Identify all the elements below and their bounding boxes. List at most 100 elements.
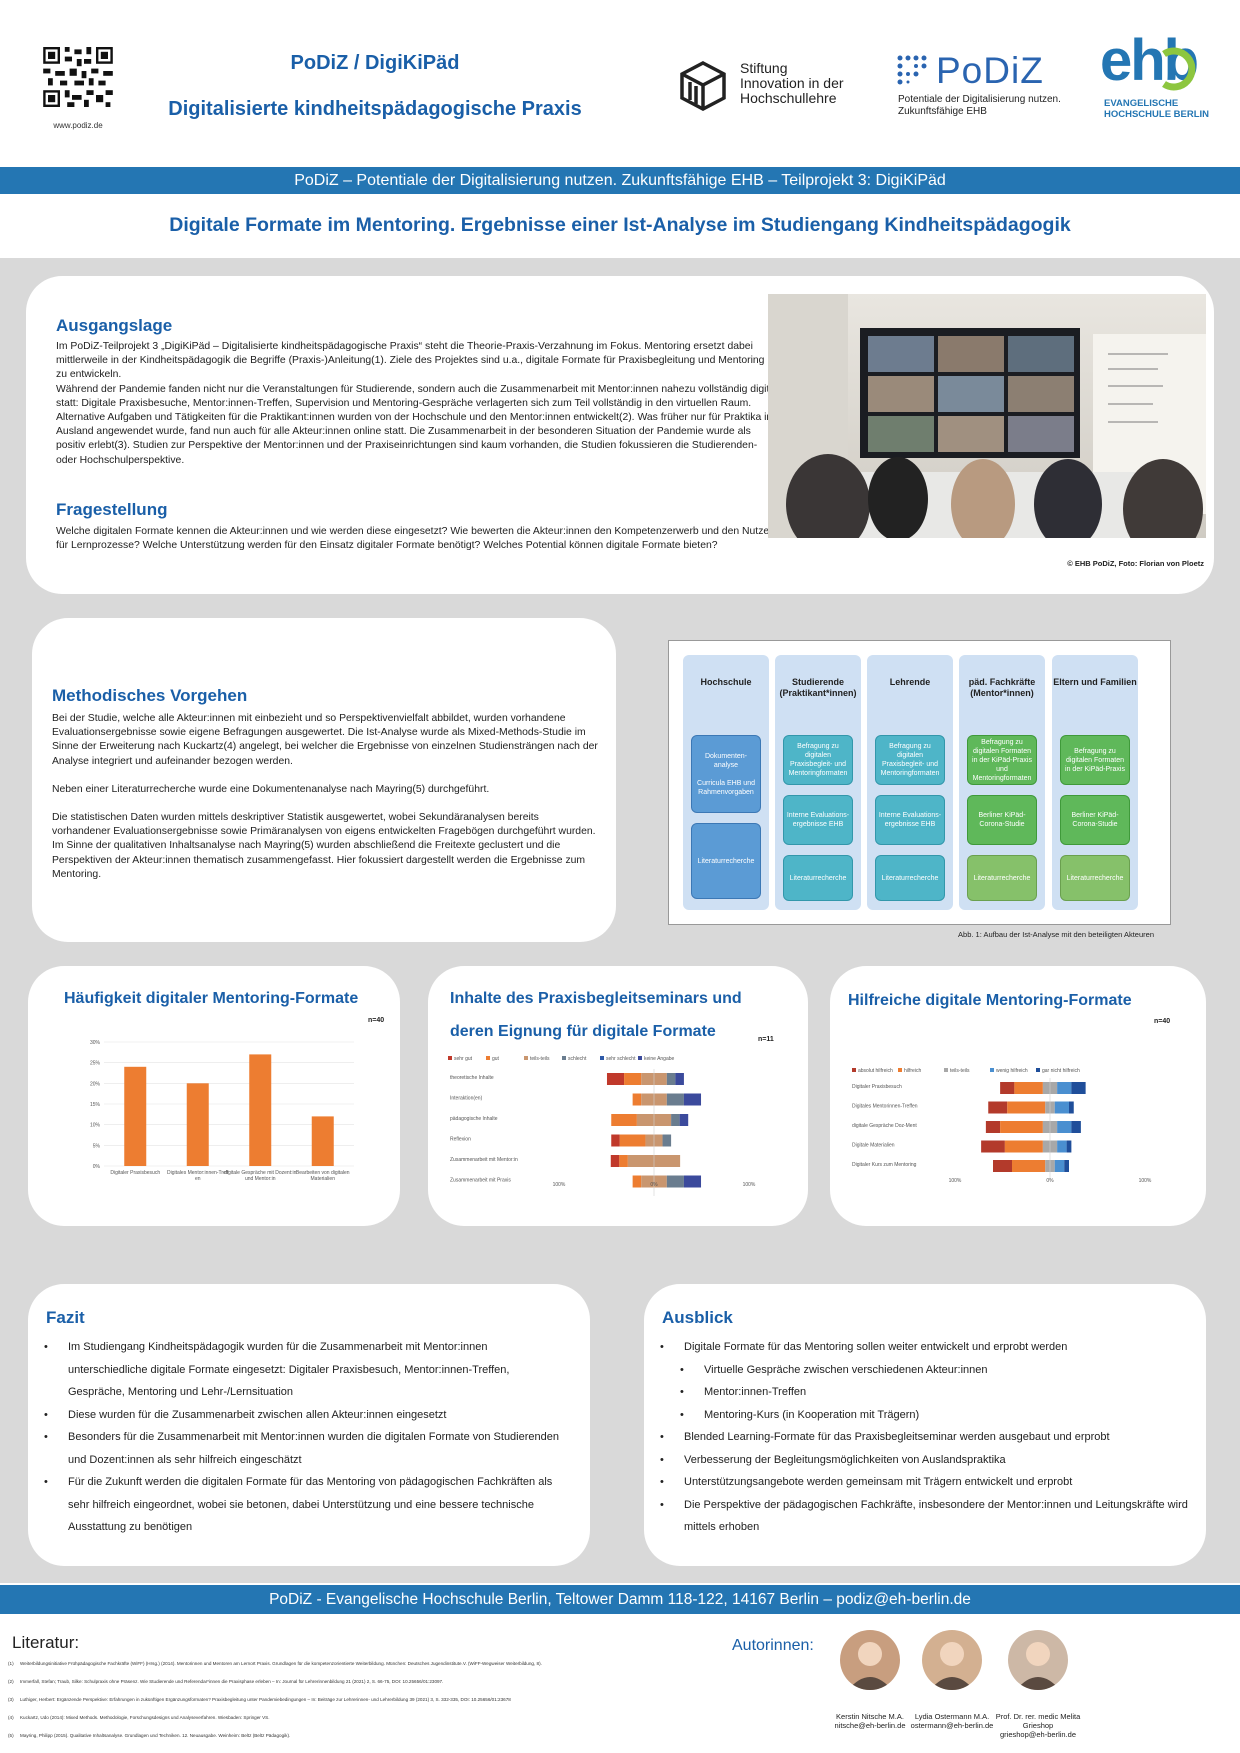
ehb-sub2: HOCHSCHULE BERLIN bbox=[1104, 109, 1210, 120]
autorinnen-heading: Autorinnen: bbox=[732, 1637, 814, 1654]
chart2-segment bbox=[632, 1175, 642, 1188]
chart2-xtick: 100% bbox=[743, 1182, 756, 1188]
literatur-item: (3) Luthiger, Herbert: Ergänzende Perspe… bbox=[8, 1697, 511, 1702]
top-band: PoDiZ – Potentiale der Digitalisierung n… bbox=[0, 167, 1240, 194]
chart3-segment bbox=[1057, 1121, 1072, 1133]
chart2-segment bbox=[632, 1093, 642, 1106]
chart2-legend-swatch bbox=[600, 1056, 604, 1060]
intro-card: Ausgangslage Im PoDiZ-Teilprojekt 3 „Dig… bbox=[26, 276, 1214, 594]
podiz-logo: PoDiZ bbox=[936, 50, 1044, 91]
chart3-segment bbox=[1066, 1140, 1072, 1153]
chart2-legend-label: gut bbox=[492, 1056, 500, 1062]
chart3-legend-label: gar nicht hilfreich bbox=[1042, 1068, 1080, 1074]
chart1-n: n=40 bbox=[368, 1017, 385, 1024]
author-mail[interactable]: nitsche@eh-berlin.de bbox=[834, 1721, 906, 1730]
chart2-legend-swatch bbox=[524, 1056, 528, 1060]
diagram-box: Berliner KiPäd-Corona-Studie bbox=[1060, 795, 1130, 845]
ausblick-item: Virtuelle Gespräche zwischen verschieden… bbox=[658, 1359, 1198, 1382]
chart2-segment bbox=[611, 1114, 637, 1126]
stiftung-line3: Hochschullehre bbox=[740, 90, 837, 106]
chart3-xtick: 100% bbox=[1139, 1178, 1152, 1184]
qr-url[interactable]: www.podiz.de bbox=[53, 121, 103, 130]
diagram-column: Studierende (Praktikant*innen)Befragung … bbox=[775, 655, 861, 910]
author-name-text: Prof. Dr. rer. medic Melita Grieshop bbox=[995, 1712, 1081, 1730]
chart2-category: theoretische Inhalte bbox=[450, 1075, 494, 1081]
chart2-legend-label: sehr gut bbox=[454, 1056, 473, 1062]
diagram-box: Literaturrecherche bbox=[783, 855, 853, 901]
literatur-item: (5) Mayring, Philipp (2015). Qualitative… bbox=[8, 1733, 291, 1738]
chart2-xtick: 0% bbox=[650, 1182, 658, 1188]
chart3-legend-swatch bbox=[852, 1068, 856, 1072]
ehb-sub1: EVANGELISCHE bbox=[1104, 98, 1179, 109]
methodik-p2: Neben einer Literaturrecherche wurde ein… bbox=[52, 783, 490, 795]
chart3-segment bbox=[1007, 1101, 1046, 1114]
podiz-logo-sub: Potentiale der Digitalisierung nutzen. Z… bbox=[898, 94, 1061, 118]
chart3-segment bbox=[1071, 1121, 1081, 1133]
qr-code-icon[interactable] bbox=[42, 47, 114, 107]
diagram-box: Befragung zu digitalen Praxisbegleit- un… bbox=[783, 735, 853, 785]
chart2-legend-swatch bbox=[638, 1056, 642, 1060]
stiftung-logo-icon bbox=[680, 61, 726, 111]
stiftung-line2: Innovation in der bbox=[740, 75, 844, 91]
author-silhouette-icon bbox=[848, 1642, 892, 1690]
ausblick-card: Ausblick Digitale Formate für das Mentor… bbox=[644, 1284, 1206, 1566]
bottom-band[interactable]: PoDiZ - Evangelische Hochschule Berlin, … bbox=[0, 1585, 1240, 1614]
chart3-segment bbox=[1069, 1101, 1074, 1114]
chart3-segment bbox=[988, 1101, 1008, 1114]
chart3-legend-swatch bbox=[990, 1068, 994, 1072]
ausgangslage-text: Im PoDiZ-Teilprojekt 3 „DigiKiPäd – Digi… bbox=[56, 340, 778, 468]
chart3-legend-label: wenig hilfreich bbox=[996, 1068, 1028, 1074]
chart2-n: n=11 bbox=[758, 1036, 774, 1043]
chart2-segment bbox=[606, 1073, 625, 1085]
chart3-category: Digitaler Kurs zum Mentoring bbox=[852, 1162, 917, 1168]
ausblick-item: Verbesserung der Begleitungsmöglichkeite… bbox=[658, 1449, 1198, 1472]
chart3-segment bbox=[1000, 1082, 1015, 1094]
podiz-dots-icon bbox=[897, 55, 927, 85]
chart1-bar bbox=[249, 1054, 272, 1166]
ehb-green-arc-icon bbox=[1162, 47, 1196, 91]
chart2-legend-label: sehr schlecht bbox=[606, 1056, 636, 1062]
ausgangslage-heading: Ausgangslage bbox=[56, 316, 173, 335]
chart3-category: Digitaler Praxisbesuch bbox=[852, 1084, 902, 1090]
author-name: Kerstin Nitsche M.A.nitsche@eh-berlin.de bbox=[820, 1712, 920, 1730]
ausblick-item: Mentor:innen-Treffen bbox=[658, 1381, 1198, 1404]
chart3-segment bbox=[1004, 1140, 1043, 1153]
diagram-column-head: Lehrende bbox=[889, 677, 931, 687]
methodik-card: Methodisches Vorgehen Bei der Studie, we… bbox=[32, 618, 616, 942]
chart3-segment bbox=[1054, 1101, 1069, 1114]
chart3-xtick: 0% bbox=[1046, 1178, 1054, 1184]
chart2-legend-swatch bbox=[562, 1056, 566, 1060]
author-silhouette-icon bbox=[1016, 1642, 1060, 1690]
diagram-box: Dokumenten-analyse Curricula EHB und Rah… bbox=[691, 735, 761, 813]
author-mail[interactable]: ostermann@eh-berlin.de bbox=[910, 1721, 994, 1730]
ehb-logo-sub: EVANGELISCHE HOCHSCHULE BERLIN bbox=[1104, 98, 1209, 120]
chart3-segment bbox=[1014, 1082, 1043, 1094]
chart3-segment bbox=[1057, 1082, 1072, 1094]
author-photo bbox=[922, 1630, 982, 1690]
diagram-box: Interne Evaluations-ergebnisse EHB bbox=[875, 795, 945, 845]
ausblick-item: Digitale Formate für das Mentoring solle… bbox=[658, 1336, 1198, 1359]
chart3-segment bbox=[1064, 1160, 1069, 1172]
ausblick-item: Unterstützungsangebote werden gemeinsam … bbox=[658, 1471, 1198, 1494]
chart2-segment bbox=[666, 1175, 684, 1188]
author-mail[interactable]: grieshop@eh-berlin.de bbox=[1000, 1730, 1076, 1739]
chart1-bar bbox=[311, 1116, 334, 1166]
ausgangslage-p1: Im PoDiZ-Teilprojekt 3 „DigiKiPäd – Digi… bbox=[56, 341, 765, 381]
chart3-category: Digitales Mentorinnen-Treffen bbox=[852, 1104, 918, 1110]
chart3-segment bbox=[1012, 1160, 1046, 1172]
chart3-legend-swatch bbox=[1036, 1068, 1040, 1072]
chart3-legend-swatch bbox=[944, 1068, 948, 1072]
chart2-segment bbox=[679, 1114, 689, 1126]
chart1-ytick: 5% bbox=[93, 1143, 101, 1149]
diagram-box: Literaturrecherche bbox=[691, 823, 761, 899]
chart2-category: Reflexion bbox=[450, 1137, 471, 1143]
literatur-heading: Literatur: bbox=[12, 1633, 80, 1652]
diagram-box: Interne Evaluations-ergebnisse EHB bbox=[783, 795, 853, 845]
ausgangslage-p2: Während der Pandemie fanden nicht nur di… bbox=[56, 383, 778, 466]
